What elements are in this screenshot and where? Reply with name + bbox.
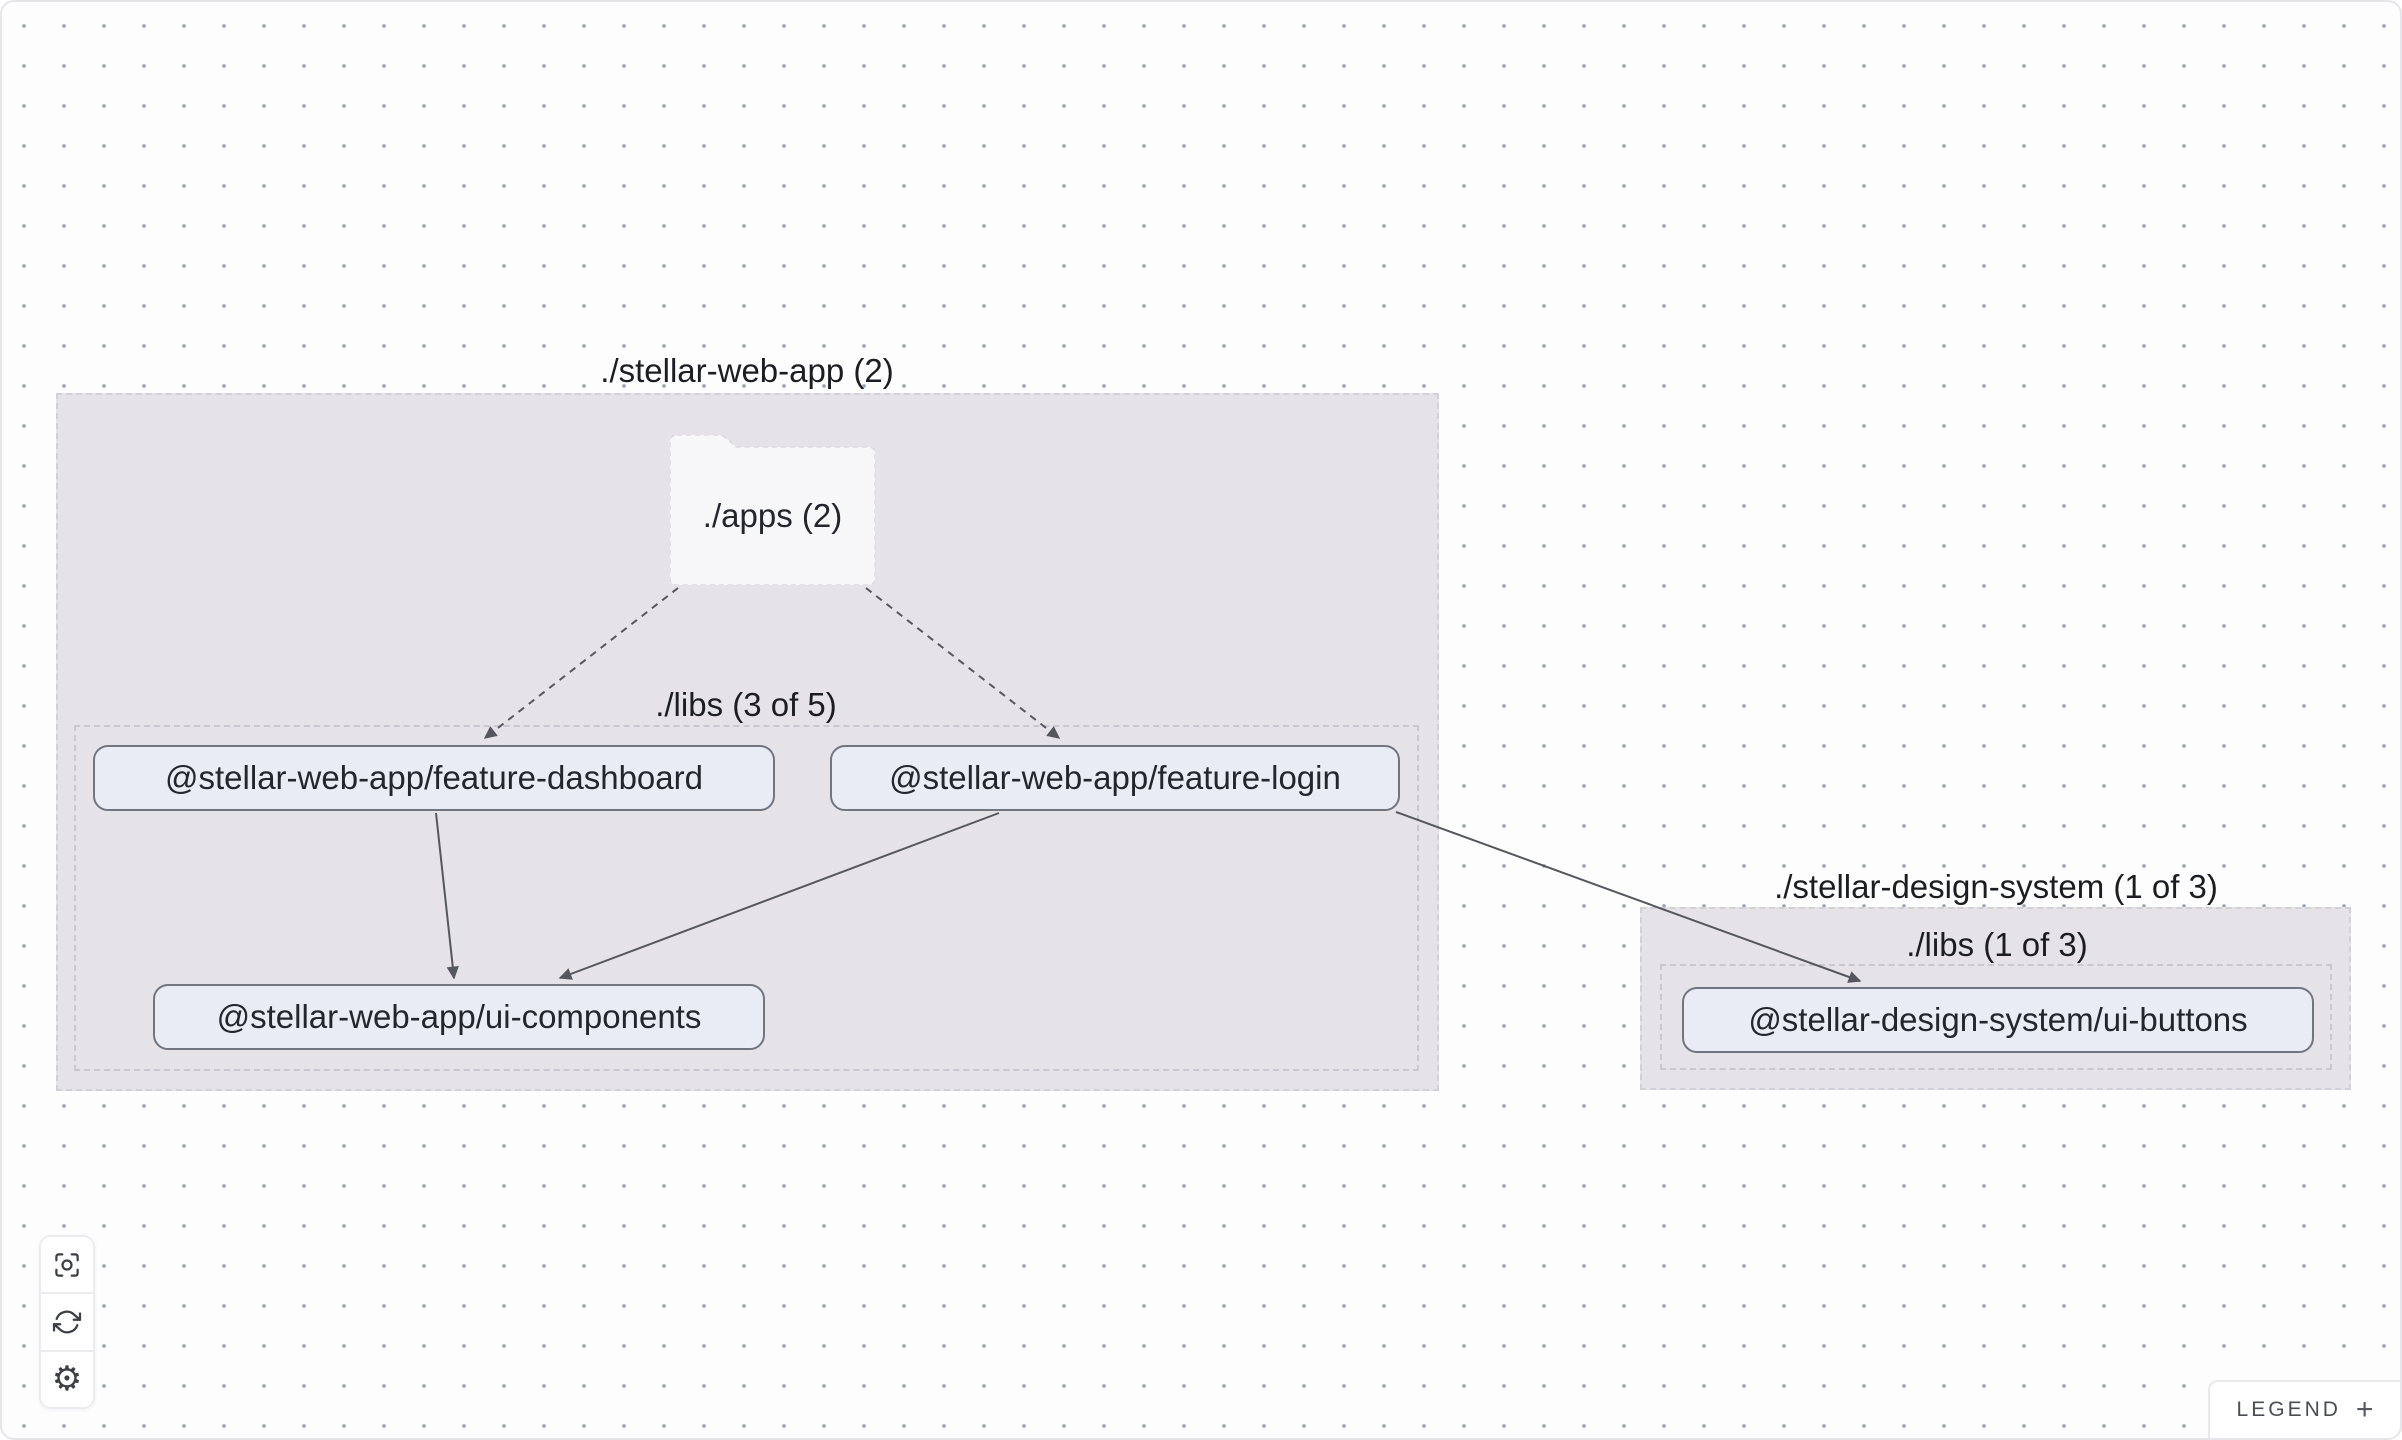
- node-label-feature-dashboard: @stellar-web-app/feature-dashboard: [165, 759, 703, 796]
- graph-toolbar: ⚙: [39, 1235, 95, 1409]
- subgroup-label-design-libs: ./libs (1 of 3): [1906, 926, 2088, 963]
- node-ui-buttons[interactable]: @stellar-design-system/ui-buttons: [1682, 987, 2314, 1053]
- subgroup-label-webapp-libs: ./libs (3 of 5): [655, 686, 837, 723]
- node-label-ui-buttons: @stellar-design-system/ui-buttons: [1748, 1001, 2248, 1038]
- focus-center-icon: [55, 1252, 79, 1277]
- node-label-feature-login: @stellar-web-app/feature-login: [889, 759, 1341, 796]
- legend-toggle-button[interactable]: LEGEND +: [2208, 1380, 2400, 1438]
- node-feature-login[interactable]: @stellar-web-app/feature-login: [830, 745, 1400, 811]
- node-feature-dashboard[interactable]: @stellar-web-app/feature-dashboard: [93, 745, 775, 811]
- settings-button[interactable]: ⚙: [41, 1349, 93, 1407]
- folder-node-apps[interactable]: ./apps (2): [670, 435, 875, 585]
- subgroup-stellar-design-system-libs: [1660, 964, 2332, 1070]
- refresh-icon: [52, 1310, 82, 1334]
- center-graph-button[interactable]: [41, 1237, 93, 1293]
- group-title-stellar-web-app: ./stellar-web-app (2): [600, 352, 894, 389]
- refresh-graph-button[interactable]: [41, 1292, 93, 1350]
- settings-gear-icon: ⚙: [51, 1359, 83, 1400]
- plus-icon: +: [2355, 1393, 2374, 1426]
- group-title-stellar-design-system: ./stellar-design-system (1 of 3): [1774, 868, 2218, 905]
- folder-icon: [670, 435, 875, 585]
- legend-label: LEGEND: [2236, 1398, 2341, 1421]
- node-ui-components[interactable]: @stellar-web-app/ui-components: [153, 984, 765, 1050]
- folder-label-apps: ./apps (2): [702, 497, 843, 534]
- node-label-ui-components: @stellar-web-app/ui-components: [216, 998, 702, 1035]
